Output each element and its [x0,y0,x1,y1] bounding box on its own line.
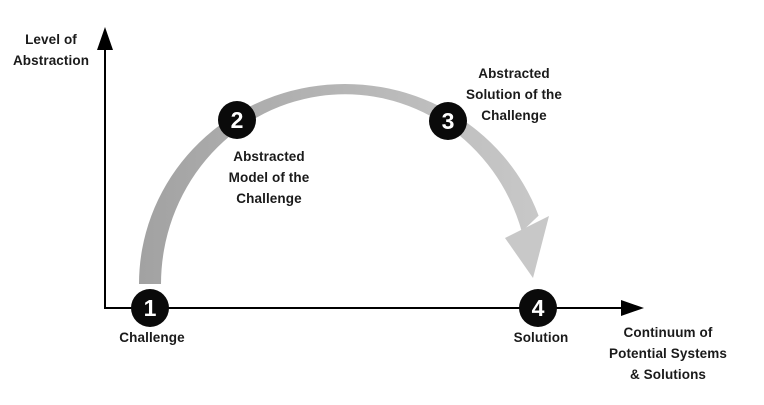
arc-arrowhead-icon [505,216,549,278]
x-axis-label: Continuum of Potential Systems & Solutio… [609,322,727,385]
node-1-label-line-1: Challenge [119,330,185,345]
y-axis-label: Level of Abstraction [13,29,89,71]
node-3-label-line-2: Solution of the [466,87,562,102]
x-axis-label-line-2: Potential Systems [609,346,727,361]
node-circle-4: 4 [519,289,557,327]
x-axis-arrow-icon [621,300,644,316]
node-3-label: Abstracted Solution of the Challenge [466,63,562,126]
y-axis-label-line-1: Level of [25,32,77,47]
node-3-number: 3 [441,107,455,134]
node-circle-1: 1 [131,289,169,327]
node-4-number: 4 [531,294,545,321]
node-1-number: 1 [143,294,157,321]
node-2-label-line-1: Abstracted [233,149,305,164]
x-axis-label-line-1: Continuum of [623,325,713,340]
node-circle-3: 3 [429,102,467,140]
node-2-label-line-3: Challenge [236,191,302,206]
x-axis-label-line-3: & Solutions [629,367,707,382]
node-1-label: Challenge [119,327,184,348]
node-3-label-line-3: Challenge [481,108,547,123]
node-circle-2: 2 [218,101,256,139]
node-3-label-line-1: Abstracted [478,66,550,81]
node-4-label-line-1: Solution [513,330,569,345]
y-axis-arrow-icon [97,27,113,50]
node-2-label-line-2: Model of the [228,170,310,185]
node-2-label: Abstracted Model of the Challenge [229,146,310,209]
node-2-number: 2 [230,106,244,133]
y-axis-label-line-2: Abstraction [12,53,90,68]
node-4-label: Solution [514,327,569,348]
